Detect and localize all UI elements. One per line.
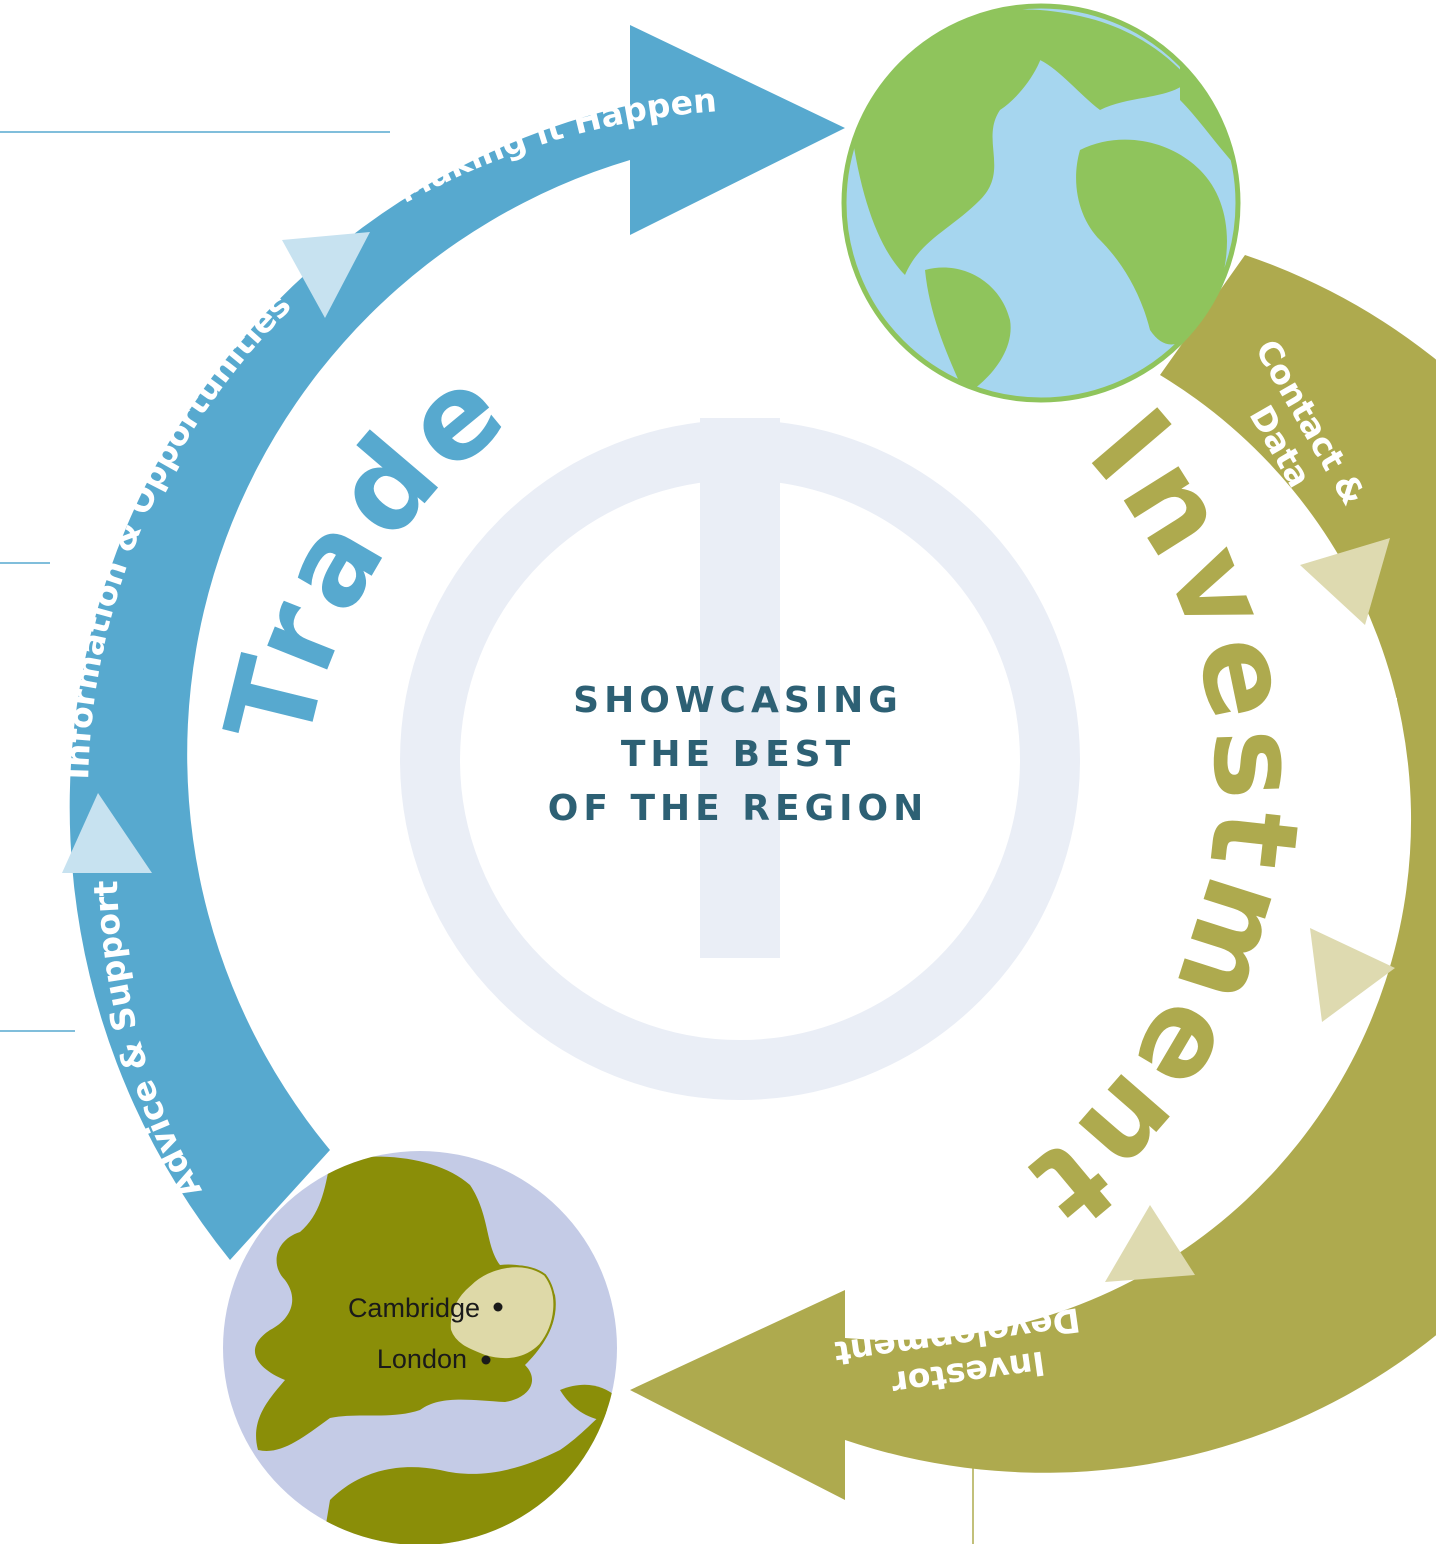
triangle-arrow-icon [62,793,152,873]
center-line-3: OF THE REGION [548,788,929,829]
center-statement: SHOWCASING THE BEST OF THE REGION [548,680,929,829]
watermark-logo [400,418,1080,1100]
triangle-arrow-icon [282,232,370,318]
world-globe-icon [841,3,1241,403]
investment-arrow-band [630,255,1436,1500]
trade-arrow-band [69,25,845,1260]
center-line-2: THE BEST [621,734,855,775]
triangle-arrow-icon [1300,538,1390,625]
uk-map-icon: Cambridge London [223,1151,617,1544]
center-line-1: SHOWCASING [573,680,903,721]
investment-stage-visits: Visits & Introductions [1327,650,1404,900]
map-label-cambridge: Cambridge [348,1293,480,1323]
triangle-arrow-icon [1310,928,1395,1022]
map-label-london: London [377,1344,467,1374]
triangle-arrow-icon [1105,1205,1195,1282]
investment-arc: Contact & Data Visits & Introductions Se… [630,255,1436,1500]
